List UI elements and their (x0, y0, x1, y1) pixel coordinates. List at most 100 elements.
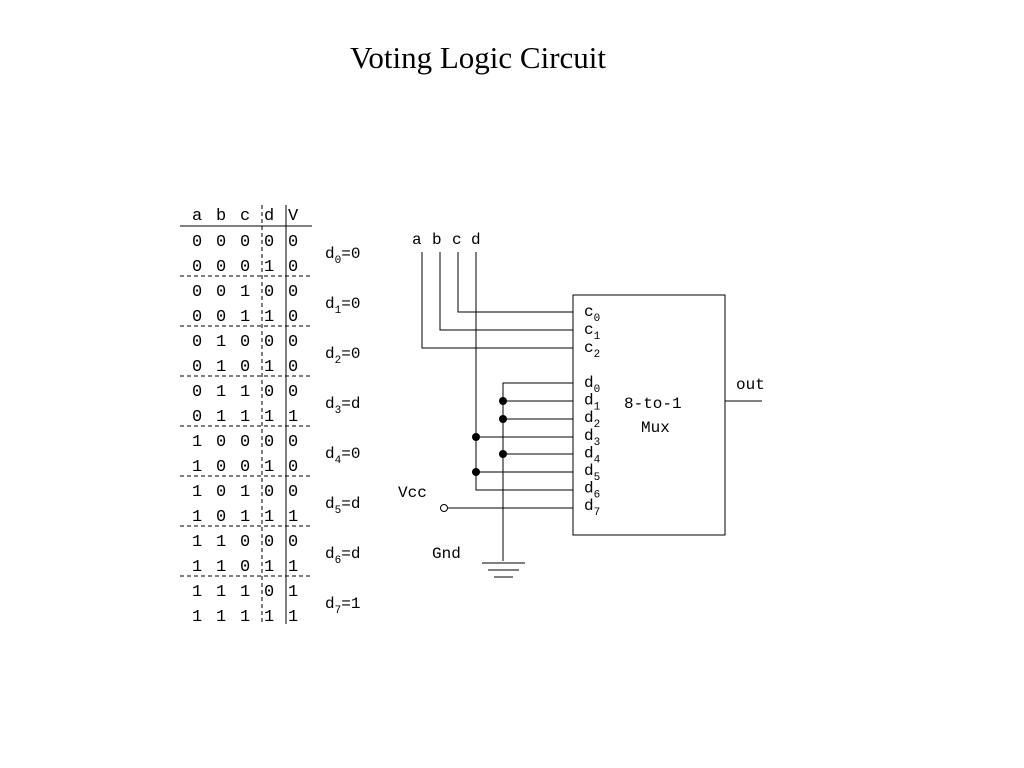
assignment-d5: d5=d (325, 495, 360, 517)
table-cell: 0 (264, 283, 274, 302)
wire-a-to-c2 (421, 252, 573, 349)
table-cell: 1 (216, 358, 226, 377)
table-cell: 0 (216, 483, 226, 502)
table-cell: 0 (264, 233, 274, 252)
mux-block (572, 294, 726, 536)
table-cell: 0 (192, 383, 202, 402)
gnd-label: Gnd (432, 545, 461, 563)
assignment-d6: d6=d (325, 545, 360, 567)
table-cell: 1 (264, 308, 274, 327)
table-cell: 0 (240, 258, 250, 277)
table-cell: 1 (192, 483, 202, 502)
wire-b-to-c1 (439, 252, 573, 331)
output-label: out (736, 376, 765, 394)
assignment-d4: d4=0 (325, 445, 360, 467)
table-cell: 0 (192, 233, 202, 252)
table-cell: 0 (216, 458, 226, 477)
table-header-b: b (216, 207, 226, 226)
junction-dot (499, 415, 507, 423)
table-cell: 1 (288, 583, 298, 602)
table-cell: 1 (240, 608, 250, 627)
table-cell: 0 (216, 283, 226, 302)
table-cell: 0 (192, 308, 202, 327)
table-cell: 0 (216, 258, 226, 277)
table-cell: 1 (264, 458, 274, 477)
table-cell: 0 (264, 333, 274, 352)
data-assignments: d0=0d1=0d2=0d3=dd4=0d5=dd6=dd7=1 (325, 245, 360, 617)
mux-label-line2: Mux (641, 419, 670, 437)
table-cell: 0 (216, 433, 226, 452)
wire-ground-bus (502, 382, 573, 561)
table-cell: 1 (216, 608, 226, 627)
table-cell: 1 (216, 408, 226, 427)
table-cell: 1 (192, 583, 202, 602)
table-cell: 0 (288, 383, 298, 402)
table-cell: 0 (288, 483, 298, 502)
table-cell: 0 (240, 533, 250, 552)
table-cell: 0 (288, 533, 298, 552)
table-cell: 0 (240, 558, 250, 577)
table-cell: 0 (240, 233, 250, 252)
mux-label-line1: 8-to-1 (624, 395, 682, 413)
vcc-label: Vcc (398, 484, 427, 502)
input-label-c: c (452, 231, 462, 249)
table-cell: 0 (288, 308, 298, 327)
table-cell: 0 (288, 358, 298, 377)
table-cell: 1 (264, 508, 274, 527)
table-cell: 0 (192, 333, 202, 352)
input-label-b: b (432, 231, 442, 249)
table-cell: 0 (264, 383, 274, 402)
table-cell: 0 (288, 433, 298, 452)
table-cell: 1 (240, 408, 250, 427)
assignment-d1: d1=0 (325, 295, 360, 317)
table-cell: 1 (288, 558, 298, 577)
table-cell: 0 (264, 533, 274, 552)
table-header-c: c (240, 207, 250, 226)
table-cell: 1 (192, 433, 202, 452)
table-cell: 1 (240, 508, 250, 527)
table-cell: 0 (288, 333, 298, 352)
table-cell: 0 (240, 433, 250, 452)
table-cell: 1 (192, 608, 202, 627)
table-cell: 1 (264, 408, 274, 427)
assignment-d3: d3=d (325, 395, 360, 417)
table-cell: 0 (288, 458, 298, 477)
table-header-a: a (192, 207, 202, 226)
junction-dot (472, 433, 480, 441)
table-cell: 1 (240, 383, 250, 402)
table-cell: 0 (192, 358, 202, 377)
table-cell: 1 (264, 258, 274, 277)
table-cell: 1 (288, 508, 298, 527)
table-cell: 0 (288, 258, 298, 277)
table-cell: 0 (264, 583, 274, 602)
table-cell: 1 (288, 408, 298, 427)
table-cell: 0 (216, 233, 226, 252)
input-label-d: d (471, 231, 481, 249)
table-cell: 1 (264, 608, 274, 627)
table-cell: 1 (288, 608, 298, 627)
mux-circuit: a b c d Vcc Gnd (398, 231, 765, 578)
table-cell: 1 (240, 583, 250, 602)
wire-c-to-c0 (457, 252, 573, 313)
table-cell: 1 (240, 483, 250, 502)
junction-dot (499, 397, 507, 405)
table-cell: 0 (240, 358, 250, 377)
table-cell: 1 (240, 308, 250, 327)
vcc-terminal (440, 504, 448, 512)
